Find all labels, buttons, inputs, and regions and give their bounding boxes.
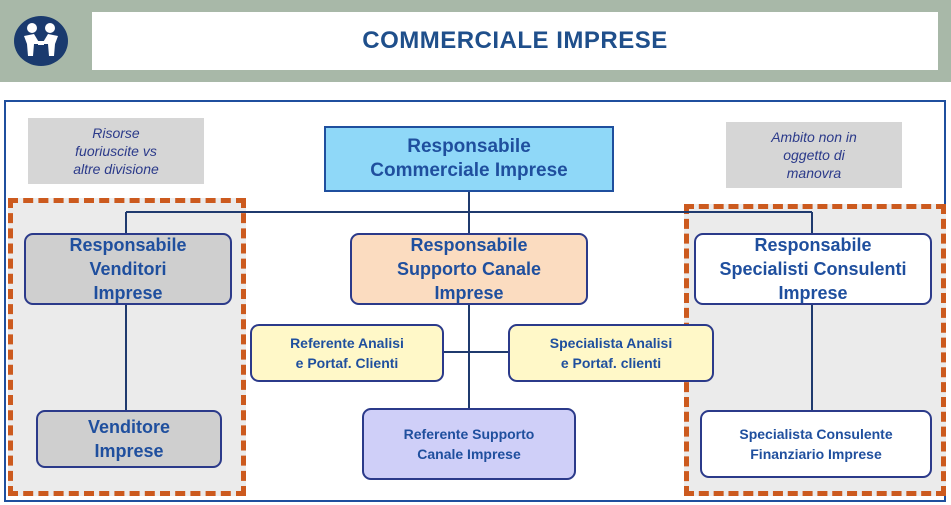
- box-responsabile-venditori-imprese: Responsabile Venditori Imprese: [24, 233, 232, 305]
- box-specialista-consulente-finanziario: Specialista Consulente Finanziario Impre…: [700, 410, 932, 478]
- note-right-text: Ambito non in oggetto di manovra: [771, 129, 857, 181]
- box-ref-supporto-label: Referente Supporto Canale Imprese: [403, 426, 535, 462]
- box-venditore-label: Venditore Imprese: [87, 417, 171, 461]
- header-title-box: COMMERCIALE IMPRESE: [92, 12, 938, 70]
- box-specialisti-label: Responsabile Specialisti Consulenti Impr…: [719, 235, 907, 303]
- box-referente-analisi: Referente Analisi e Portaf. Clienti: [250, 324, 444, 382]
- box-venditori-label: Responsabile Venditori Imprese: [69, 235, 187, 303]
- note-left-text: Risorse fuoriuscite vs altre divisione: [73, 125, 159, 177]
- note-ambito-non-in-oggetto: Ambito non in oggetto di manovra: [726, 122, 902, 188]
- box-responsabile-supporto-canale: Responsabile Supporto Canale Imprese: [350, 233, 588, 305]
- box-responsabile-specialisti-consulenti: Responsabile Specialisti Consulenti Impr…: [694, 233, 932, 305]
- box-spec-consulente-label: Specialista Consulente Finanziario Impre…: [739, 426, 893, 462]
- box-spec-analisi-label: Specialista Analisi e Portaf. clienti: [549, 335, 673, 371]
- box-venditore-imprese: Venditore Imprese: [36, 410, 222, 468]
- handshake-people-icon: [12, 14, 70, 68]
- page-title: COMMERCIALE IMPRESE: [362, 27, 668, 54]
- note-risorse-fuoriuscite: Risorse fuoriuscite vs altre divisione: [28, 118, 204, 184]
- box-top-label: Responsabile Commerciale Imprese: [370, 136, 568, 181]
- box-specialista-analisi: Specialista Analisi e Portaf. clienti: [508, 324, 714, 382]
- box-supporto-label: Responsabile Supporto Canale Imprese: [396, 235, 541, 303]
- box-ref-analisi-label: Referente Analisi e Portaf. Clienti: [290, 335, 404, 371]
- box-responsabile-commerciale-imprese: Responsabile Commerciale Imprese: [324, 126, 614, 192]
- box-referente-supporto-canale: Referente Supporto Canale Imprese: [362, 408, 576, 480]
